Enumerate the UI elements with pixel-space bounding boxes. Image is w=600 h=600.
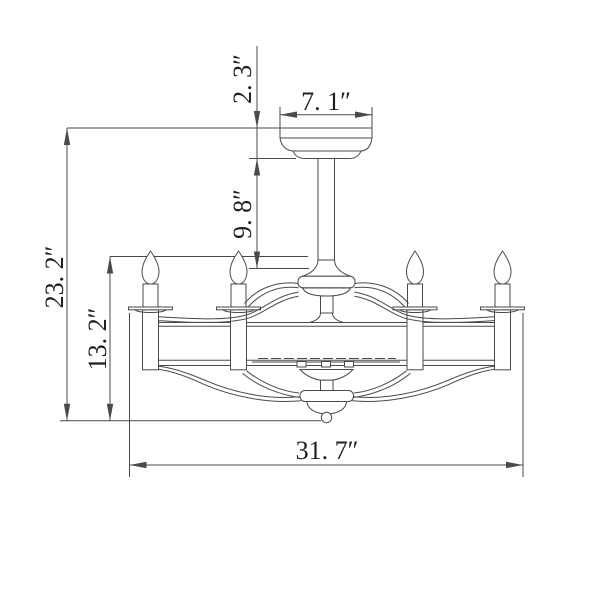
arrow-up-icon: [63, 128, 71, 145]
arrow-down-icon: [63, 403, 71, 421]
arrow-left-icon: [280, 111, 297, 118]
arrow-down-icon: [106, 403, 114, 421]
arrow-up-icon: [253, 158, 261, 176]
dimension-label-canopy-height: 2. 3″: [228, 54, 257, 104]
arrow-down-icon: [253, 111, 261, 128]
dimension-label-downrod-length: 9. 8″: [228, 189, 257, 239]
candle-light-outer-left: [128, 250, 173, 371]
arrow-down-icon: [253, 251, 261, 269]
dimension-annotations: 23. 2″ 13. 2″ 2. 3″ 9. 8″ 7. 1″ 31. 7″: [40, 46, 524, 477]
arrow-right-icon: [506, 461, 523, 469]
dimension-label-total-width: 31. 7″: [296, 436, 359, 465]
center-coupler: [297, 259, 356, 323]
fixture-drawing: [128, 127, 525, 424]
arrow-left-icon: [129, 461, 147, 469]
arrowheads: [63, 111, 523, 469]
fan-drum-band: [158, 322, 495, 366]
arrow-up-icon: [106, 256, 114, 274]
downrod: [317, 158, 335, 261]
fan-blade-clips: [296, 361, 354, 368]
lower-assembly: [298, 369, 355, 424]
ceiling-canopy: [279, 127, 373, 159]
finial-ball: [320, 411, 333, 424]
dimension-label-body-height: 13. 2″: [83, 308, 112, 371]
dimension-label-canopy-width: 7. 1″: [301, 87, 351, 116]
dimension-label-total-height: 23. 2″: [40, 246, 69, 309]
candle-light-inner-right: [392, 250, 438, 371]
candle-light-outer-right: [480, 250, 525, 371]
arrow-right-icon: [355, 111, 372, 118]
